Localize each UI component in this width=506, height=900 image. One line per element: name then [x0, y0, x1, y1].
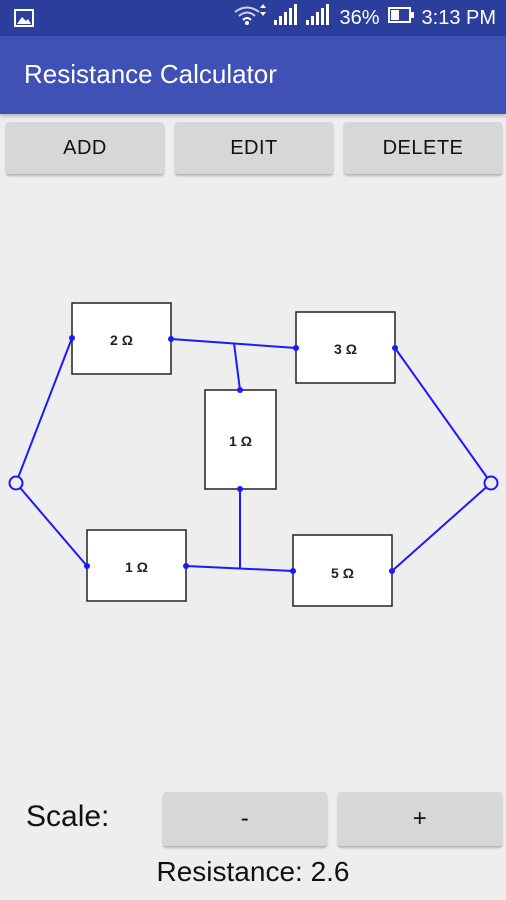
connection-dot — [293, 345, 299, 351]
resistor-r2[interactable]: 3 Ω — [295, 311, 396, 384]
signal-icon — [305, 4, 331, 32]
battery-percent: 36% — [339, 6, 380, 29]
resistor-label: 3 Ω — [334, 341, 357, 357]
wire — [15, 482, 88, 567]
wire — [185, 565, 294, 572]
resistor-label: 1 Ω — [229, 433, 252, 449]
scale-minus-button[interactable]: - — [163, 792, 327, 846]
resistor-r4[interactable]: 1 Ω — [86, 529, 187, 602]
resistance-result: Resistance: 2.6 — [156, 856, 350, 887]
connection-dot — [237, 486, 243, 492]
connection-dot — [168, 336, 174, 342]
signal-icon — [273, 4, 299, 32]
resistor-label: 1 Ω — [125, 559, 148, 575]
resistor-box[interactable] — [292, 534, 393, 607]
status-time: 3:13 PM — [421, 6, 496, 29]
resistor-label: 5 Ω — [331, 565, 354, 581]
resistor-r5[interactable]: 5 Ω — [292, 534, 393, 607]
delete-button[interactable]: DELETE — [344, 122, 502, 174]
status-right: 36% 3:13 PM — [233, 0, 496, 36]
wire — [15, 337, 73, 484]
terminal-left[interactable] — [8, 475, 24, 491]
wire — [391, 482, 492, 572]
battery-icon — [387, 6, 414, 30]
edit-button[interactable]: EDIT — [175, 122, 333, 174]
status-bar: 36% 3:13 PM — [0, 0, 506, 36]
wifi-icon — [233, 4, 267, 32]
terminal-right[interactable] — [483, 475, 499, 491]
connection-dot — [389, 568, 395, 574]
connection-dot — [237, 387, 243, 393]
scale-plus-button[interactable]: + — [338, 792, 502, 846]
wire — [233, 342, 241, 391]
resistor-box[interactable] — [86, 529, 187, 602]
circuit-canvas[interactable]: 2 Ω 3 Ω 1 Ω 1 Ω 5 Ω — [0, 180, 506, 780]
resistor-r3[interactable]: 1 Ω — [204, 389, 277, 490]
resistor-label: 2 Ω — [110, 332, 133, 348]
connection-dot — [69, 335, 75, 341]
add-button[interactable]: ADD — [6, 122, 164, 174]
scale-label: Scale: — [26, 800, 110, 833]
resistor-box[interactable] — [204, 389, 277, 490]
connection-dots — [69, 335, 398, 574]
resistor-r1[interactable]: 2 Ω — [71, 302, 172, 375]
status-icons — [233, 4, 331, 32]
wires — [15, 337, 492, 572]
gallery-icon — [14, 9, 34, 27]
wire — [394, 347, 492, 484]
connection-dot — [392, 345, 398, 351]
page-title: Resistance Calculator — [24, 59, 277, 89]
app-bar: Resistance Calculator — [0, 36, 506, 114]
connection-dot — [183, 563, 189, 569]
terminals — [8, 475, 499, 491]
connection-dot — [84, 563, 90, 569]
connection-dot — [290, 568, 296, 574]
